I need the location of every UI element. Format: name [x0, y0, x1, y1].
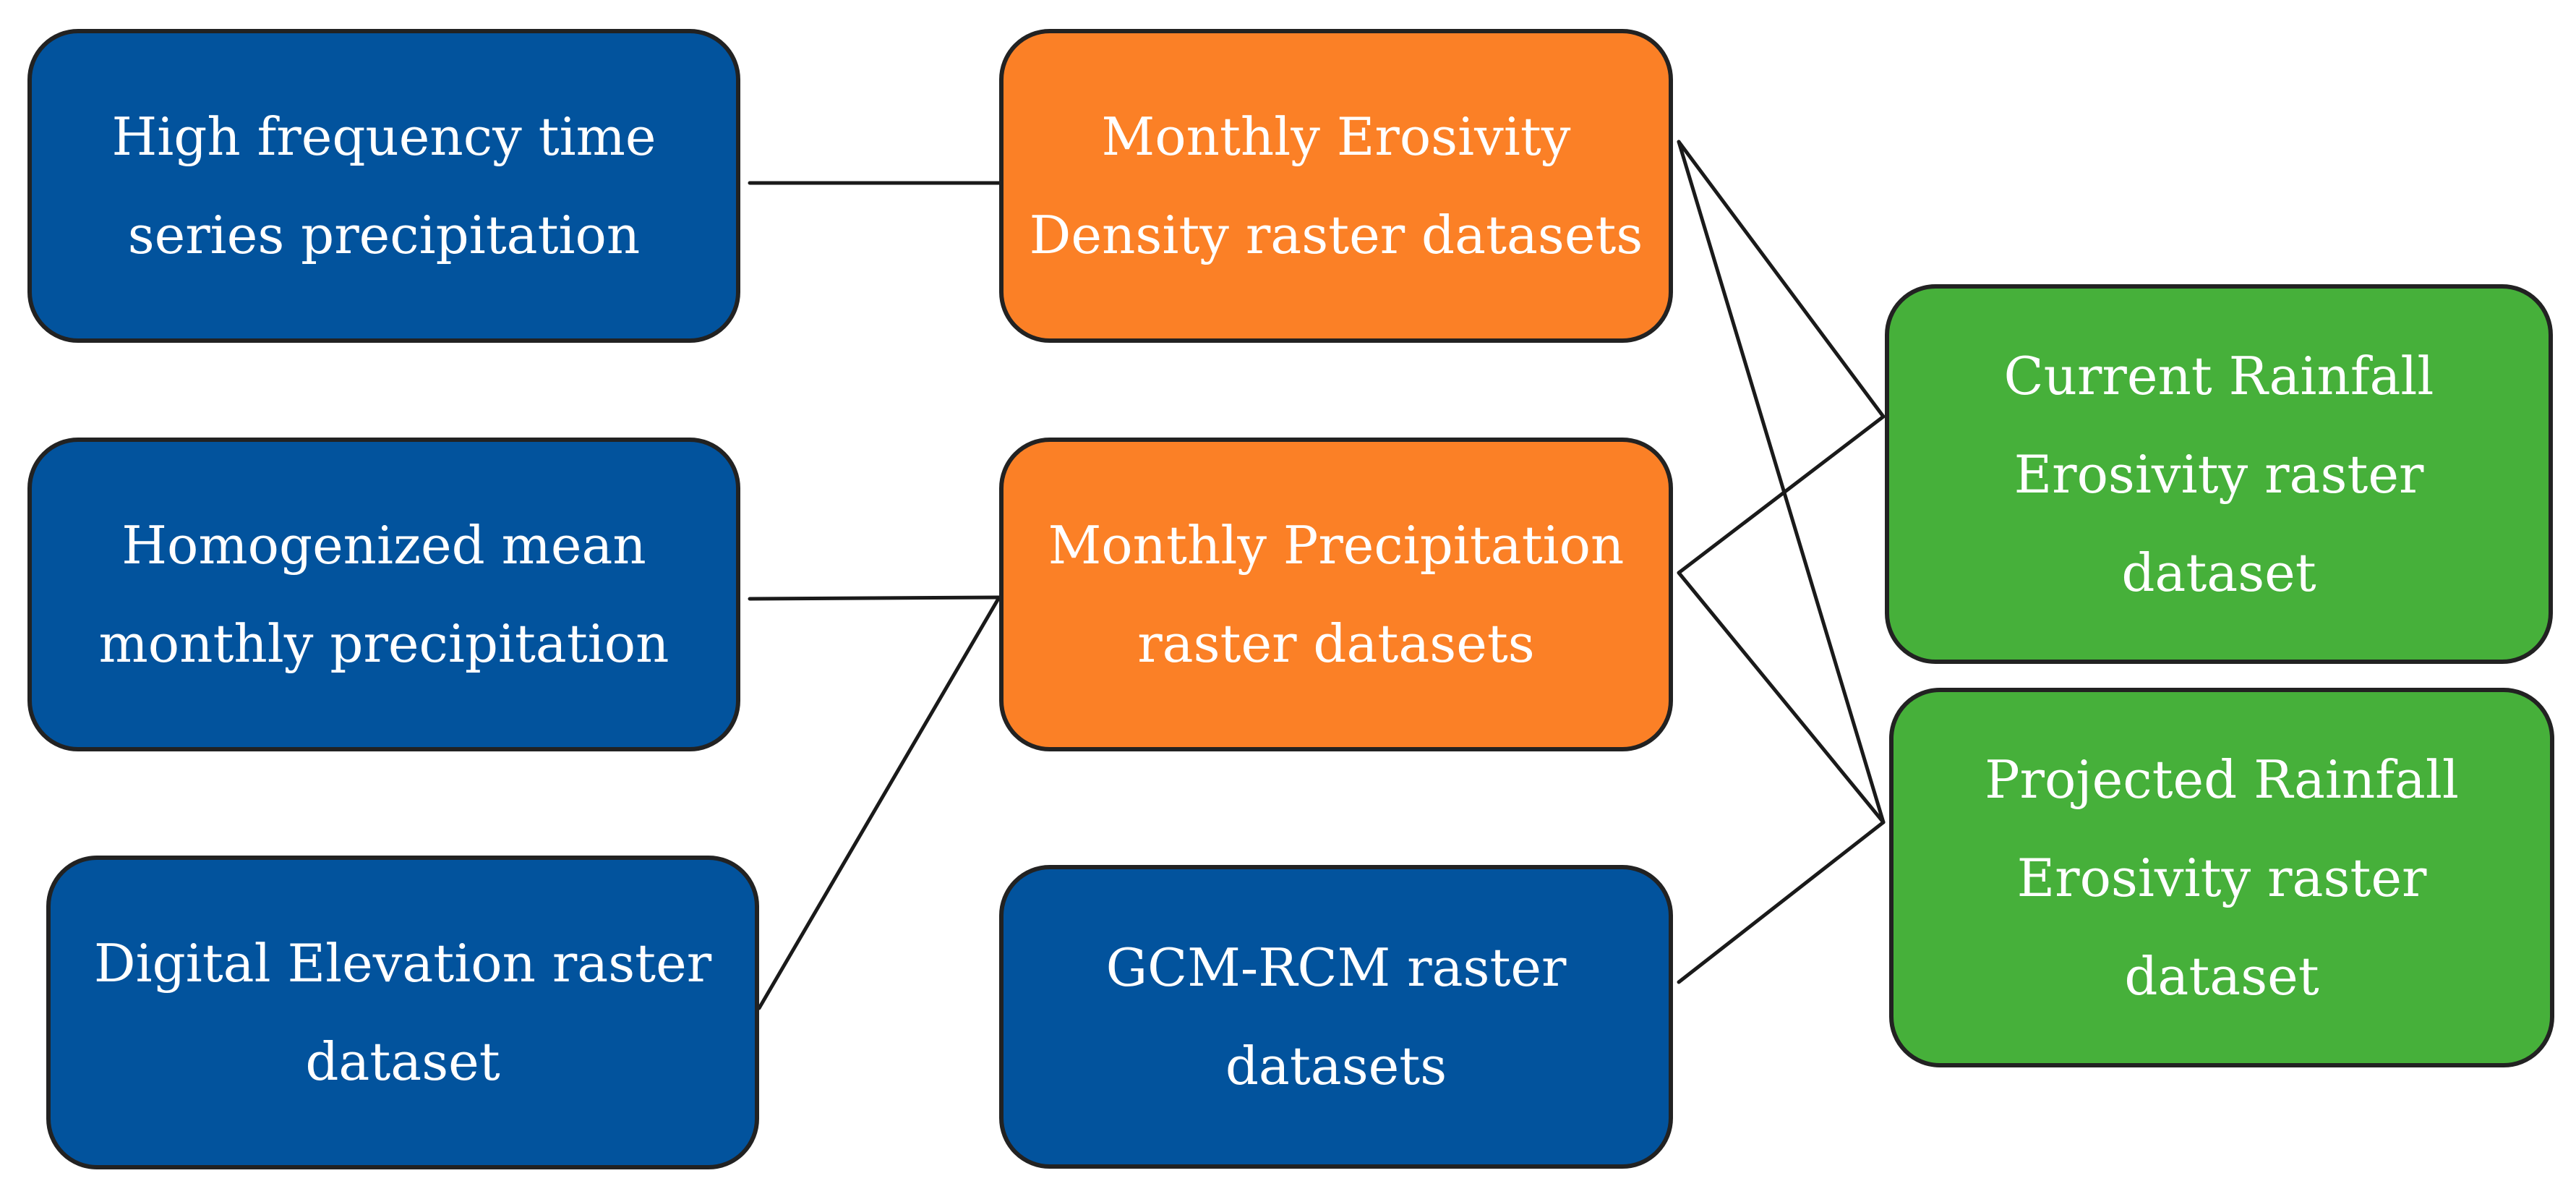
node-label-line: Projected Rainfall: [1985, 749, 2459, 810]
node-label-line: Monthly Erosivity: [1101, 106, 1571, 167]
node-high-frequency-time-series-precipitation: High frequency time series precipitation: [27, 29, 740, 343]
edge-gcm-rcm-to-projected-rainfall: [1677, 820, 1886, 984]
node-label-line: High frequency time: [111, 106, 656, 167]
edge-monthly-precipitation-to-current-rainfall: [1677, 414, 1886, 575]
node-label-line: series precipitation: [127, 205, 641, 265]
node-label-line: Current Rainfall: [2003, 345, 2434, 406]
node-label-line: Homogenized mean: [121, 515, 646, 576]
node-digital-elevation-raster-dataset: Digital Elevation raster dataset: [46, 856, 759, 1169]
node-monthly-precipitation-raster-datasets: Monthly Precipitation raster datasets: [999, 438, 1673, 751]
node-current-rainfall-erosivity-raster-dataset: Current Rainfall Erosivity raster datase…: [1885, 284, 2553, 664]
edge-homogenized-to-monthly-precipitation: [748, 595, 1001, 601]
node-label-line: datasets: [1225, 1036, 1447, 1096]
node-label-line: Density raster datasets: [1029, 205, 1643, 265]
node-label-line: Monthly Precipitation: [1048, 515, 1625, 576]
edge-monthly-erosivity-density-to-projected-rainfall: [1677, 140, 1886, 824]
node-label-line: raster datasets: [1137, 613, 1535, 674]
node-label-line: Erosivity raster: [2014, 443, 2424, 505]
edge-digital-elevation-to-monthly-precipitation: [757, 595, 1001, 1010]
node-label-line: dataset: [2121, 542, 2316, 603]
node-label-line: GCM-RCM raster: [1105, 937, 1567, 998]
edge-monthly-precipitation-to-projected-rainfall: [1677, 571, 1886, 824]
node-projected-rainfall-erosivity-raster-dataset: Projected Rainfall Erosivity raster data…: [1889, 688, 2554, 1067]
node-homogenized-mean-monthly-precipitation: Homogenized mean monthly precipitation: [27, 438, 740, 751]
node-gcm-rcm-raster-datasets: GCM-RCM raster datasets: [999, 865, 1673, 1169]
node-monthly-erosivity-density-raster-datasets: Monthly Erosivity Density raster dataset…: [999, 29, 1673, 343]
node-label-line: Erosivity raster: [2016, 847, 2427, 908]
node-label-line: dataset: [305, 1031, 500, 1092]
node-label-line: monthly precipitation: [98, 613, 669, 674]
node-label-line: Digital Elevation raster: [93, 933, 712, 994]
edge-monthly-erosivity-density-to-current-rainfall: [1677, 140, 1886, 419]
node-label-line: dataset: [2124, 945, 2319, 1007]
